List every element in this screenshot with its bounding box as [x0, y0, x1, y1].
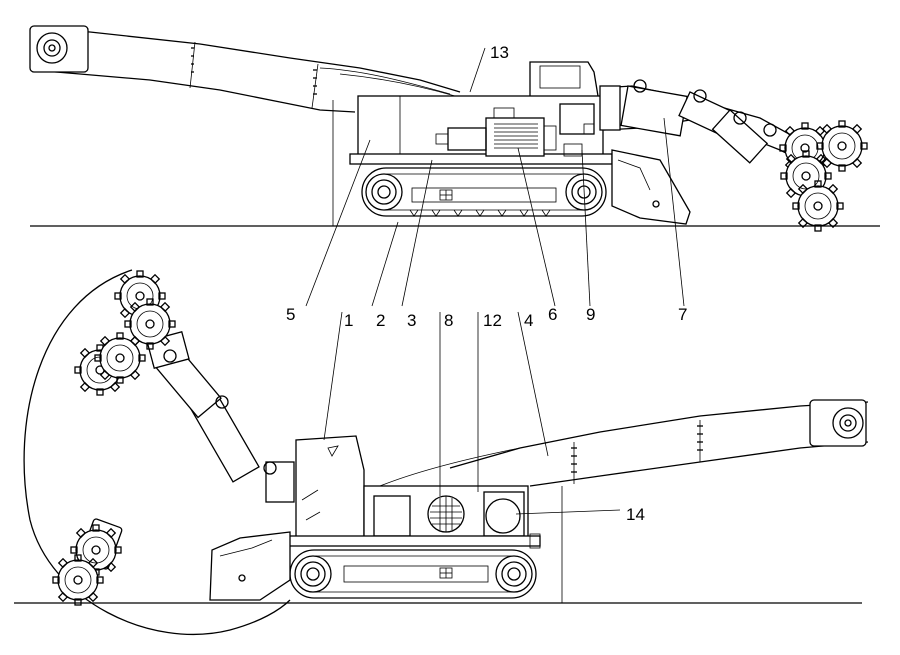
callout-8: 8	[444, 311, 453, 330]
bottom-main-body	[287, 435, 541, 549]
callout-12: 12	[483, 311, 502, 330]
bottom-crawler-track	[289, 549, 537, 599]
top-main-body	[349, 61, 613, 165]
leader-lines	[305, 47, 685, 515]
callout-13: 13	[490, 43, 509, 62]
top-elevation	[29, 25, 880, 232]
bottom-conveyor-boom	[379, 399, 869, 487]
top-cutting-arm	[599, 79, 868, 232]
callout-7: 7	[678, 305, 687, 324]
callout-4: 4	[524, 311, 533, 330]
bottom-cutting-arm	[52, 270, 295, 606]
callout-3: 3	[407, 311, 416, 330]
callout-1: 1	[344, 311, 353, 330]
callout-6: 6	[548, 305, 557, 324]
callout-14: 14	[626, 505, 645, 524]
callout-labels: 13 5 1 2 3 8 12 4 6 9 7 14	[286, 43, 687, 524]
top-crawler-track	[361, 167, 607, 217]
callout-2: 2	[376, 311, 385, 330]
top-shovel-plate	[611, 149, 691, 225]
callout-9: 9	[586, 305, 595, 324]
top-conveyor-boom	[29, 25, 461, 113]
bottom-shovel-plate	[209, 531, 291, 601]
cutting-swing-arc	[23, 269, 291, 635]
callout-5: 5	[286, 305, 295, 324]
bottom-elevation	[14, 269, 869, 635]
